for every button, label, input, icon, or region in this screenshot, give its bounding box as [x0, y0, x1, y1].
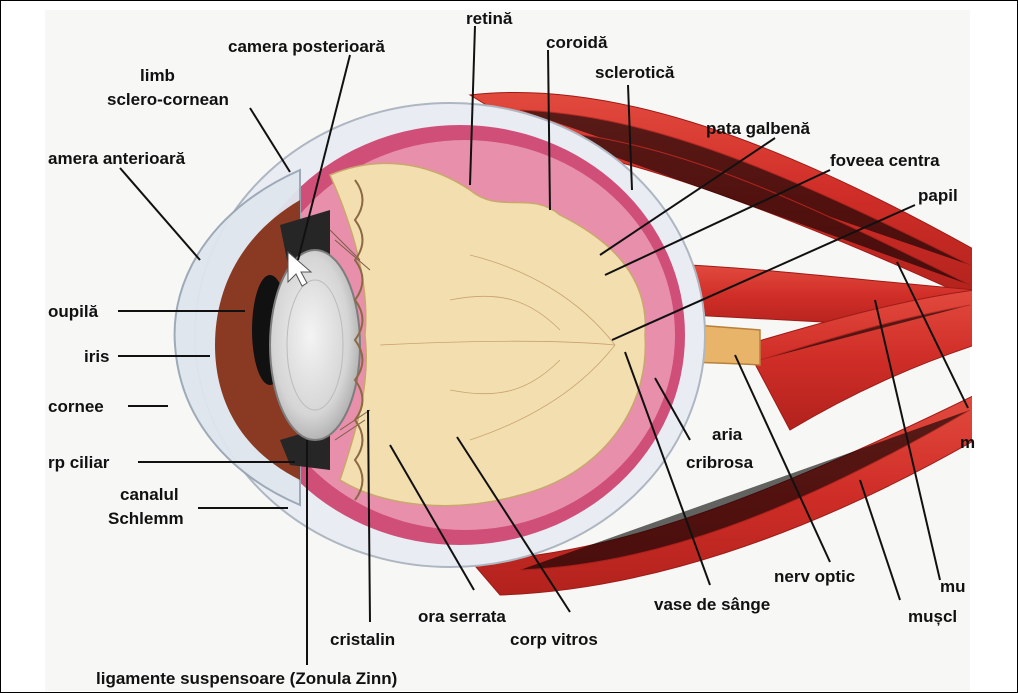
label-mu-edge: mu: [940, 577, 966, 596]
label-sclerotica: sclerotică: [595, 63, 675, 82]
label-cristalin: cristalin: [330, 630, 395, 649]
label-ora-serrata: ora serrata: [418, 607, 506, 626]
label-canalul: canalul: [120, 485, 179, 504]
label-foveea-centrala: foveea centra: [830, 151, 940, 170]
lens: [270, 250, 360, 440]
label-retina: retină: [466, 9, 513, 28]
label-coroida: coroidă: [546, 33, 608, 52]
label-aria: aria: [712, 425, 743, 444]
label-papila: papil: [918, 186, 958, 205]
label-limb: limb: [140, 66, 175, 85]
label-cornee: cornee: [48, 397, 104, 416]
label-camera-posterioara: camera posterioară: [228, 37, 385, 56]
label-vase-de-sange: vase de sânge: [654, 595, 770, 614]
label-m-edge: m: [960, 433, 975, 452]
label-pata-galbena: pata galbenă: [706, 119, 810, 138]
label-ligamente: ligamente suspensoare (Zonula Zinn): [96, 669, 397, 688]
label-iris: iris: [84, 347, 110, 366]
label-corp-ciliar: rp ciliar: [48, 453, 110, 472]
label-nerv-optic: nerv optic: [774, 567, 855, 586]
label-pupila: oupilă: [48, 302, 99, 321]
label-corp-vitros: corp vitros: [510, 630, 598, 649]
label-schlemm: Schlemm: [108, 509, 184, 528]
label-cribrosa: cribrosa: [686, 453, 754, 472]
label-muscl-edge: mușcl: [908, 607, 957, 626]
label-camera-anterioara: amera anterioară: [48, 149, 186, 168]
label-sclero-cornean: sclero-cornean: [107, 90, 229, 109]
